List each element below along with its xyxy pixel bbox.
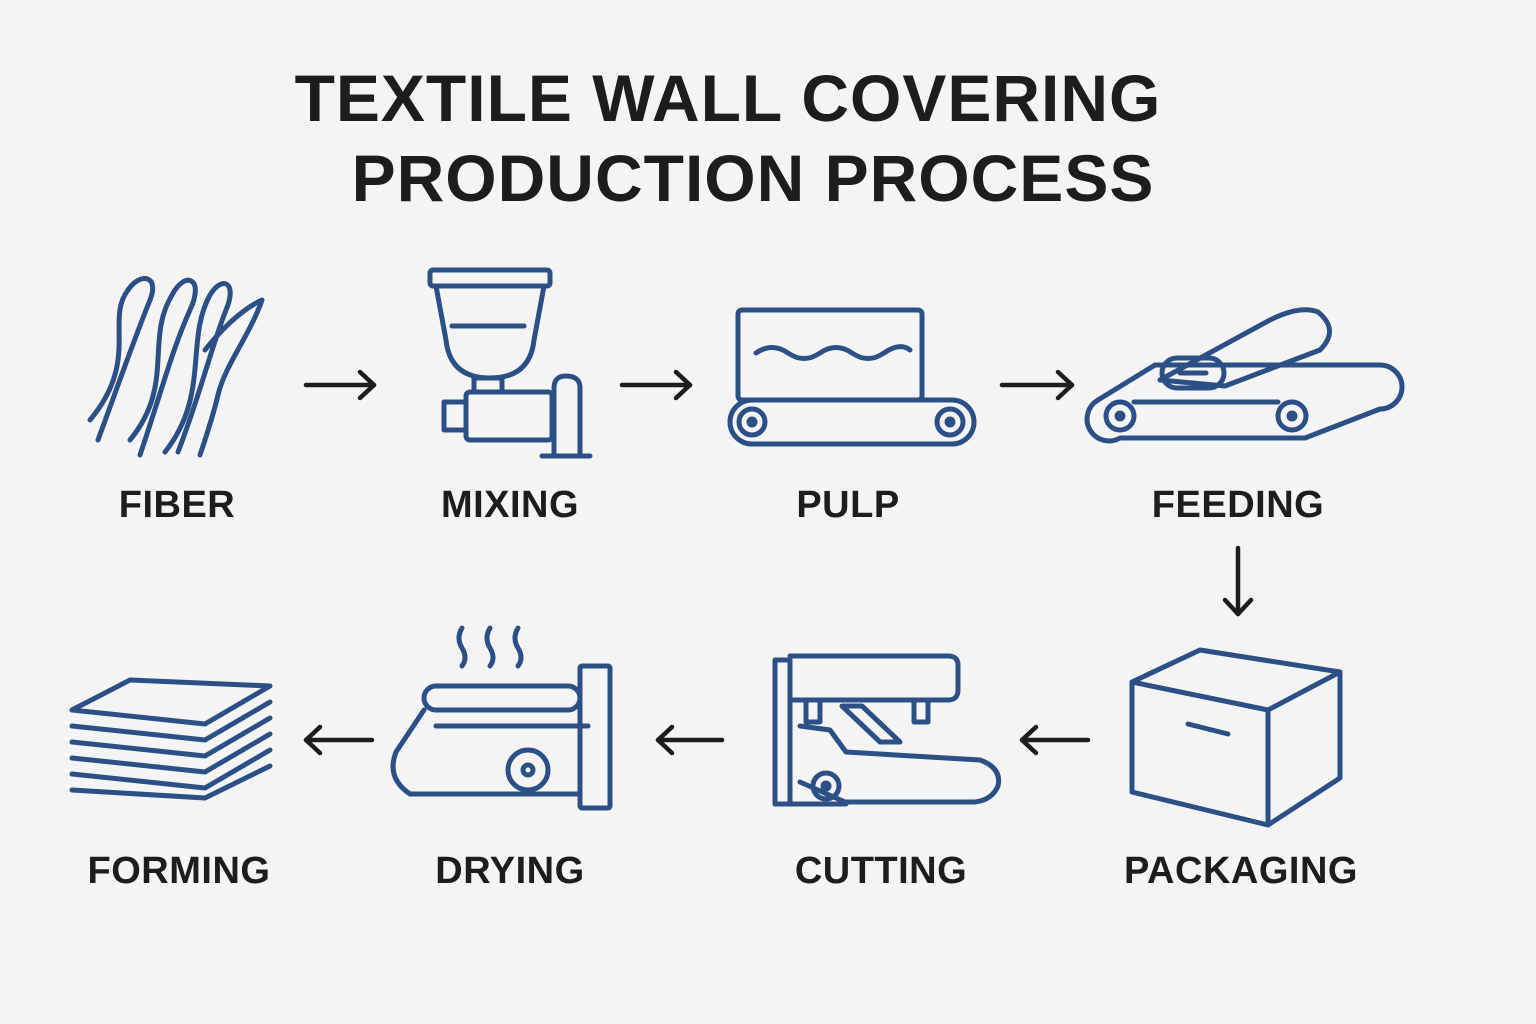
step-label-pulp: PULP	[796, 484, 900, 526]
title-line-1: TEXTILE WALL COVERING	[294, 61, 1162, 135]
dryer-icon	[390, 625, 613, 811]
title-line-2: PRODUCTION PROCESS	[351, 141, 1155, 215]
arrow-left-icon	[303, 724, 375, 756]
arrow-left-icon	[1019, 724, 1091, 756]
step-label-drying: DRYING	[435, 850, 585, 892]
step-label-mixing: MIXING	[440, 484, 580, 526]
mixer-icon	[427, 267, 593, 459]
arrow-left-icon	[655, 724, 725, 756]
arrow-right-icon	[999, 369, 1075, 401]
fiber-icon	[87, 276, 265, 458]
pulp-vat-icon	[727, 307, 977, 447]
box-icon	[1129, 647, 1343, 828]
page-title: TEXTILE WALL COVERING PRODUCTION PROCESS	[0, 58, 1456, 218]
step-label-feeding: FEEDING	[1151, 484, 1325, 526]
stacked-sheets-icon	[69, 677, 273, 801]
step-label-forming: FORMING	[87, 850, 271, 892]
arrow-right-icon	[619, 369, 693, 401]
step-label-packaging: PACKAGING	[1124, 850, 1358, 892]
cutting-machine-icon	[772, 653, 1002, 807]
arrow-right-icon	[303, 369, 377, 401]
step-label-fiber: FIBER	[118, 484, 236, 526]
step-label-cutting: CUTTING	[794, 850, 968, 892]
arrow-down-icon	[1222, 545, 1254, 617]
feeding-rolls-icon	[1084, 307, 1405, 444]
